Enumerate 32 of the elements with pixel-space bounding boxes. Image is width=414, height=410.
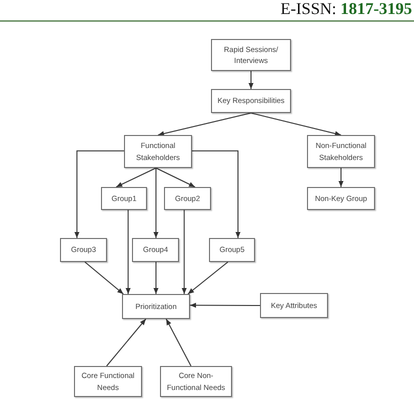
- process-box: [211, 39, 291, 71]
- process-box: [60, 238, 107, 262]
- arrow: [187, 262, 228, 294]
- process-box: [164, 187, 211, 210]
- arrow: [166, 318, 192, 366]
- process-box: [124, 135, 192, 168]
- arrow: [74, 150, 124, 238]
- process-box: [307, 187, 375, 210]
- header-text: E-ISSN: 1817-3195: [280, 0, 412, 19]
- arrow: [158, 112, 252, 136]
- process-box: [160, 366, 232, 397]
- process-box: [211, 89, 291, 113]
- arrow: [190, 302, 260, 308]
- arrow: [250, 112, 342, 136]
- arrow: [106, 318, 146, 366]
- arrow: [84, 262, 124, 294]
- process-box: [122, 294, 190, 319]
- arrow: [153, 168, 158, 238]
- arrow: [116, 168, 156, 188]
- arrow: [182, 210, 187, 294]
- arrow: [155, 168, 196, 188]
- process-box: [260, 293, 328, 318]
- arrow: [153, 262, 158, 294]
- process-box: [209, 238, 255, 262]
- process-box: [307, 135, 375, 168]
- arrow: [192, 150, 240, 238]
- arrow: [248, 70, 254, 90]
- process-box: [101, 187, 147, 210]
- arrow: [126, 210, 131, 294]
- process-box: [132, 238, 179, 262]
- arrow: [338, 168, 344, 188]
- process-box: [74, 366, 142, 397]
